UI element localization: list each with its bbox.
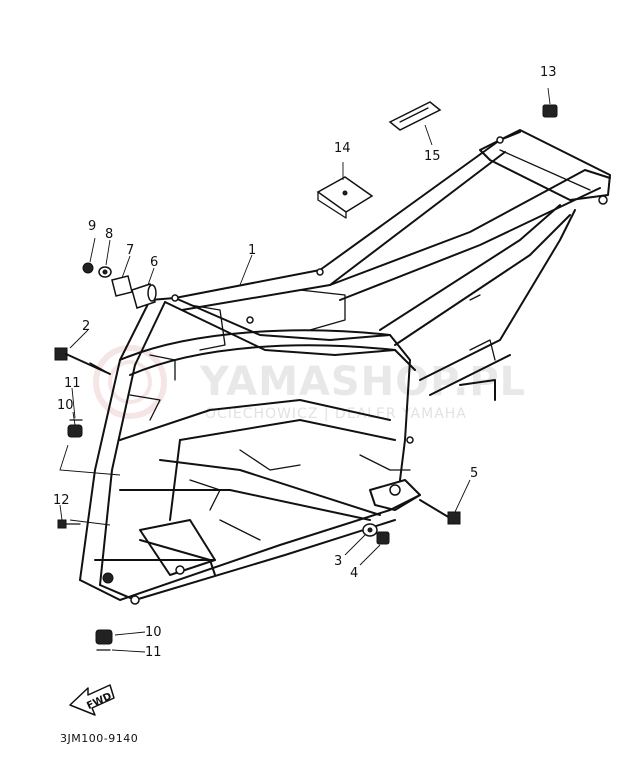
leader-lines: [59, 87, 551, 653]
callout-6: 6: [150, 255, 158, 270]
part-7-collar: [111, 275, 133, 297]
part-5-bolt: [419, 499, 461, 525]
callout-4: 4: [350, 566, 358, 581]
callout-10-lower: 10: [145, 625, 162, 640]
part-9-bolt: [82, 262, 94, 274]
callout-9: 9: [88, 219, 96, 234]
part-13-nut: [542, 104, 558, 118]
callout-11-upper: 11: [64, 376, 81, 391]
part-8-washer: [98, 266, 112, 278]
watermark-subtext: OCIECHOWICZ | DEALER YAMAHA: [205, 406, 467, 422]
callout-1: 1: [248, 243, 256, 258]
callout-15: 15: [424, 149, 441, 164]
callout-10-upper: 10: [57, 398, 74, 413]
part-10-damper-lower: [95, 629, 113, 645]
callout-13: 13: [540, 65, 557, 80]
part-6-bush: [131, 283, 157, 309]
part-10-damper-upper: [67, 419, 83, 438]
part-15-clamp: [388, 101, 442, 131]
callout-12: 12: [53, 493, 70, 508]
part-14-pad: [316, 176, 374, 219]
fwd-arrow-icon: FWD: [69, 684, 115, 716]
callout-7: 7: [126, 243, 134, 258]
watermark-logo: [93, 345, 167, 419]
callout-14: 14: [334, 141, 351, 156]
callout-3: 3: [334, 554, 342, 569]
part-4-nut: [376, 531, 390, 545]
watermark-text: YAMASHOP.PL: [199, 359, 526, 405]
frame-body: [79, 129, 611, 605]
callout-8: 8: [105, 227, 113, 242]
callout-2: 2: [82, 319, 90, 334]
callout-11-lower: 11: [145, 645, 162, 660]
diagram-code: 3JM100-9140: [60, 732, 138, 745]
callout-5: 5: [470, 466, 478, 481]
part-2-bolt: [54, 347, 111, 375]
part-3-washer: [362, 523, 378, 537]
